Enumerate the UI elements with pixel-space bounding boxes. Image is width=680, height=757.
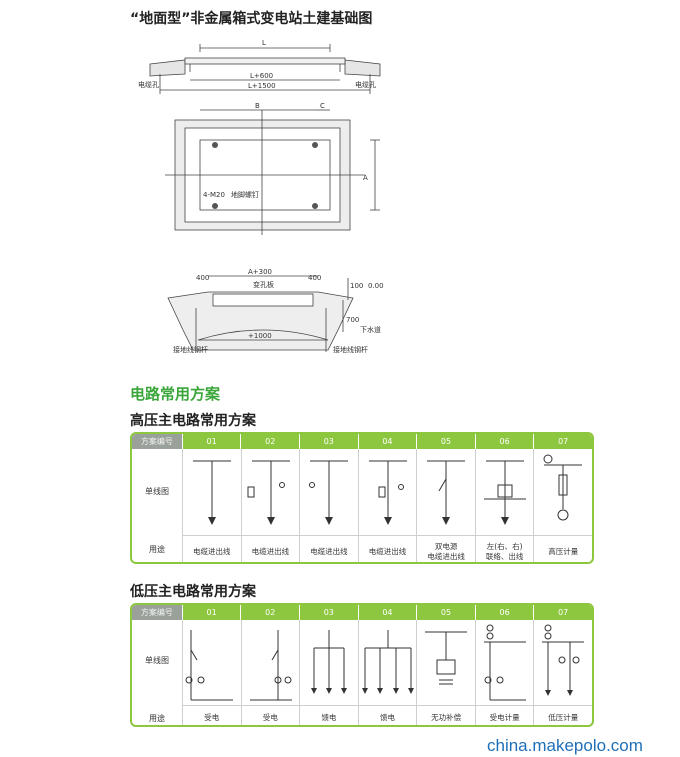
hv-num-06: 06	[474, 434, 534, 449]
dim-C: C	[320, 102, 325, 110]
lv-header-label: 方案编号	[132, 605, 182, 620]
hv-diagram-row	[182, 449, 592, 535]
lv-num-01: 01	[181, 605, 241, 620]
lv-scheme-table: 方案编号 01 02 03 04 05 06 07 单线图 用途 受电 受电 馈…	[130, 603, 594, 727]
hv-diagram-03	[299, 449, 358, 535]
lv-diagram-row	[182, 620, 592, 705]
foundation-section-drawing: 400 A+300 400 100 0.00 变孔板 700 下水道 +1000…	[167, 268, 384, 354]
lv-use-01: 受电	[182, 706, 241, 725]
hv-num-07: 07	[533, 434, 592, 449]
section-title: 电路常用方案	[130, 385, 221, 403]
lv-use-07: 低压计量	[533, 706, 592, 725]
lv-diagram-02	[240, 620, 300, 705]
lv-use-03: 馈电	[299, 706, 358, 725]
lv-diagram-05	[416, 620, 475, 705]
dim-400-left: 400	[196, 274, 209, 282]
hv-diagram-01	[182, 449, 241, 535]
lv-use-05: 无功补偿	[416, 706, 475, 725]
drain-label: 下水道	[360, 325, 381, 334]
ground-rod-right-label: 接地线钢杆	[333, 345, 368, 354]
hv-use-03: 电缆进出线	[299, 536, 358, 562]
hv-num-02: 02	[240, 434, 300, 449]
hv-num-01: 01	[181, 434, 241, 449]
hv-header-row: 方案编号 01 02 03 04 05 06 07	[132, 434, 592, 449]
dim-A: A	[363, 174, 368, 182]
hv-diagram-06	[474, 449, 534, 535]
dim-400-right: 400	[308, 274, 321, 282]
hv-use-06: 左(右、右) 联络、出线	[474, 536, 534, 562]
drawing-title: “地面型”非金属箱式变电站土建基础图	[130, 11, 373, 27]
lv-diagram-06	[474, 620, 534, 705]
lv-num-05: 05	[416, 605, 475, 620]
lv-row-label: 单线图	[145, 656, 169, 665]
lv-diagram-07	[533, 620, 592, 705]
lv-use-04: 馈电	[357, 706, 417, 725]
lv-header-row: 方案编号 01 02 03 04 05 06 07	[132, 605, 592, 620]
dim-L1500: L+1500	[248, 82, 276, 90]
foundation-plan-drawing: B C A 4-M20 地脚螺钉	[165, 102, 380, 235]
hv-use-07: 高压计量	[533, 536, 592, 562]
hv-diagram-02	[240, 449, 300, 535]
dim-L600: L+600	[250, 72, 273, 80]
hv-scheme-table: 方案编号 01 02 03 04 05 06 07 单线图 用途 电缆进出线 电…	[130, 432, 594, 564]
dim-1000: +1000	[248, 332, 272, 340]
cable-hole-right-label: 电缆孔	[355, 80, 376, 89]
lv-num-07: 07	[533, 605, 592, 620]
hv-diagram-04	[357, 449, 417, 535]
hv-num-05: 05	[416, 434, 475, 449]
hv-use-row: 电缆进出线 电缆进出线 电缆进出线 电缆进出线 双电源 电缆进出线 左(右、右)…	[182, 535, 592, 562]
dim-L: L	[262, 39, 266, 47]
lv-num-04: 04	[357, 605, 417, 620]
dim-B: B	[255, 102, 260, 110]
dim-100: 100	[350, 282, 363, 290]
site-watermark: china.makepolo.com	[487, 736, 643, 755]
lv-num-03: 03	[299, 605, 358, 620]
lv-num-02: 02	[240, 605, 300, 620]
hv-header-label: 方案编号	[132, 434, 182, 449]
hv-use-01: 电缆进出线	[182, 536, 241, 562]
lv-use-row: 受电 受电 馈电 馈电 无功补偿 受电计量 低压计量	[182, 705, 592, 725]
hv-row-label: 单线图	[145, 487, 169, 496]
lv-diagram-04	[357, 620, 417, 705]
slab-label: 变孔板	[253, 280, 274, 289]
lv-num-06: 06	[474, 605, 534, 620]
ground-rod-left-label: 接地线钢杆	[173, 345, 208, 354]
lv-use-label: 用途	[149, 714, 165, 723]
lv-use-06: 受电计量	[474, 706, 534, 725]
hv-use-label: 用途	[149, 545, 165, 554]
lv-diagram-03	[299, 620, 358, 705]
lv-use-02: 受电	[240, 706, 300, 725]
hv-num-03: 03	[299, 434, 358, 449]
cable-hole-left-label: 电缆孔	[138, 80, 159, 89]
hv-diagram-07	[533, 449, 592, 535]
lv-diagram-01	[182, 620, 241, 705]
dim-A300: A+300	[248, 268, 272, 276]
dim-700: 700	[346, 316, 359, 324]
bolt-label: 地脚螺钉	[231, 190, 259, 199]
elev-000: 0.00	[368, 282, 384, 290]
bolt-note: 4-M20	[203, 191, 225, 199]
hv-title: 高压主电路常用方案	[130, 413, 256, 429]
lv-title: 低压主电路常用方案	[130, 584, 256, 600]
foundation-elevation-drawing: L L+600 L+1500 电缆孔 电缆孔	[138, 39, 381, 94]
hv-num-04: 04	[357, 434, 417, 449]
hv-use-02: 电缆进出线	[240, 536, 300, 562]
hv-use-04: 电缆进出线	[357, 536, 417, 562]
hv-use-05: 双电源 电缆进出线	[416, 536, 475, 562]
hv-diagram-05	[416, 449, 475, 535]
